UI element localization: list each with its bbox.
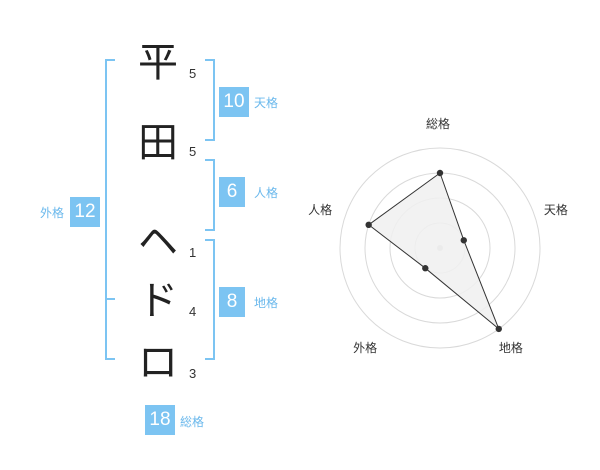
name-char-3: ヘ bbox=[138, 219, 178, 265]
stroke-count-4: 4 bbox=[189, 304, 197, 319]
stroke-count-1: 5 bbox=[189, 66, 197, 81]
stroke-count-5: 3 bbox=[189, 366, 197, 381]
radar-axis-label-5: 人格 bbox=[308, 202, 333, 217]
chikaku-label: 地格 bbox=[254, 296, 279, 310]
name-char-2: 田 bbox=[138, 120, 178, 166]
radar-point-3 bbox=[495, 325, 502, 333]
radar-point-2 bbox=[460, 237, 467, 244]
chikaku-bracket bbox=[205, 239, 215, 360]
name-char-4: ド bbox=[138, 278, 178, 324]
stroke-count-2: 5 bbox=[189, 144, 197, 159]
tenkaku-bracket bbox=[205, 59, 215, 141]
tenkaku-label: 天格 bbox=[254, 96, 279, 110]
name-char-5: ロ bbox=[138, 340, 178, 386]
radar-axis-label-3: 地格 bbox=[498, 341, 523, 356]
radar-axis-label-4: 外格 bbox=[353, 341, 378, 356]
jinkaku-label: 人格 bbox=[254, 186, 279, 200]
jinkaku-bracket bbox=[205, 159, 215, 231]
name-char-1: 平 bbox=[138, 40, 178, 86]
radar-point-1 bbox=[436, 169, 444, 177]
gaikaku-bracket bbox=[105, 59, 115, 360]
radar-point-4 bbox=[422, 265, 429, 272]
tenkaku-badge: 10 bbox=[219, 87, 249, 117]
radar-axis-label-2: 天格 bbox=[543, 202, 568, 217]
gaikaku-badge: 12 bbox=[70, 197, 100, 227]
radar-series-polygon bbox=[367, 172, 500, 330]
stroke-count-3: 1 bbox=[189, 245, 197, 260]
soukaku-label: 総格 bbox=[180, 415, 205, 429]
chikaku-badge: 8 bbox=[219, 287, 245, 317]
soukaku-badge: 18 bbox=[145, 405, 175, 435]
jinkaku-badge: 6 bbox=[219, 177, 245, 207]
radar-axis-label-1: 総格 bbox=[426, 117, 451, 131]
radar-point-5 bbox=[365, 221, 372, 229]
radar-ring bbox=[339, 147, 541, 349]
gaikaku-label: 外格 bbox=[40, 206, 65, 220]
